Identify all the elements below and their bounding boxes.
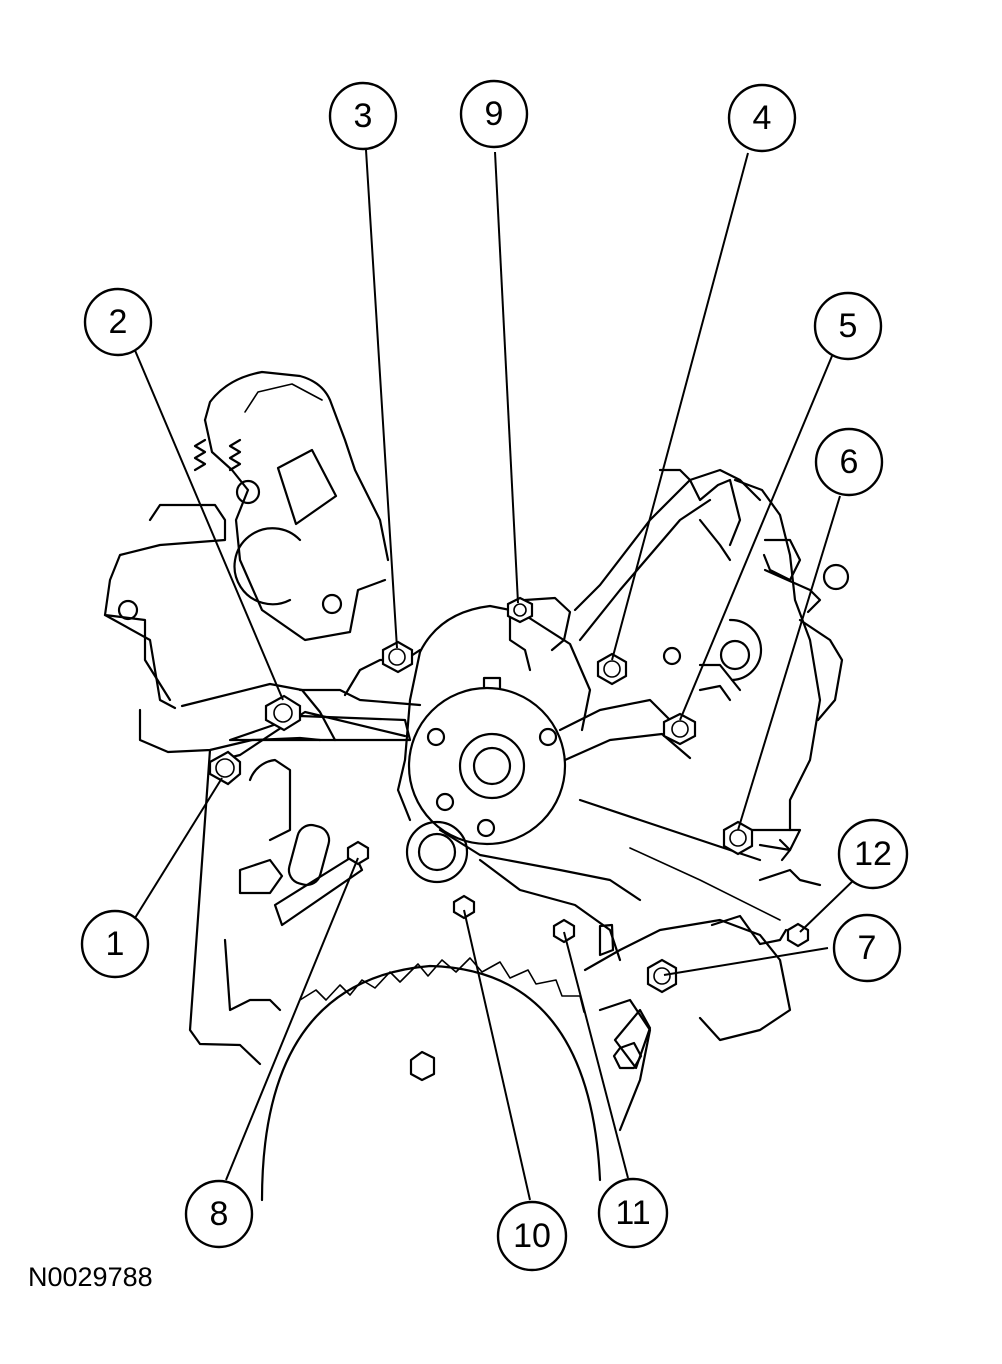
callout-label-4: 4: [753, 99, 772, 137]
callout-10: 10: [496, 1200, 568, 1272]
bolt-6: [722, 820, 754, 856]
callout-9: 9: [459, 79, 529, 149]
callout-2: 2: [83, 287, 153, 357]
bolt-8: [346, 840, 370, 866]
bolt-5: [662, 712, 697, 746]
callout-3: 3: [328, 81, 398, 151]
bolt-7: [646, 958, 678, 994]
callout-4: 4: [727, 83, 797, 153]
callout-11: 11: [597, 1177, 669, 1249]
callout-label-3: 3: [354, 97, 373, 135]
leader-12: [799, 875, 859, 933]
callout-6: 6: [814, 427, 884, 497]
callout-label-1: 1: [106, 925, 125, 963]
callout-1: 1: [80, 909, 150, 979]
leader-4: [611, 152, 749, 661]
callout-label-5: 5: [839, 307, 858, 345]
callout-5: 5: [813, 291, 883, 361]
leader-10: [463, 909, 531, 1201]
callout-label-10: 10: [513, 1217, 551, 1255]
bolt-4: [596, 652, 628, 686]
leader-3: [365, 149, 398, 649]
callout-label-7: 7: [858, 929, 877, 967]
callout-label-2: 2: [109, 303, 128, 341]
bolt-9: [506, 596, 534, 624]
engine-line-art: [103, 370, 850, 1202]
bolt-set: [208, 596, 810, 994]
figure-id: N0029788: [28, 1262, 153, 1292]
callout-8: 8: [184, 1179, 254, 1249]
leader-1: [134, 777, 223, 919]
callout-7: 7: [832, 913, 902, 983]
callout-label-8: 8: [210, 1195, 229, 1233]
callout-12: 12: [837, 818, 909, 890]
callout-label-6: 6: [840, 443, 859, 481]
callout-label-9: 9: [485, 95, 504, 133]
callout-label-11: 11: [615, 1194, 650, 1232]
leader-lines: [133, 149, 859, 1201]
bolt-11: [552, 918, 576, 944]
bolt-3: [381, 640, 414, 674]
bolt-1: [208, 750, 242, 786]
callout-label-12: 12: [854, 835, 892, 873]
leader-8: [225, 857, 359, 1181]
leader-5: [679, 355, 833, 721]
leader-2: [133, 347, 284, 701]
leader-11: [563, 931, 629, 1179]
leader-7: [663, 947, 829, 976]
bolt-2: [264, 694, 302, 732]
leader-6: [737, 495, 841, 831]
bolt-10: [452, 894, 476, 920]
leader-9: [494, 151, 519, 604]
callout-set: 1 2 3 4 5 6 7 8 9 10 11 12: [80, 79, 909, 1272]
